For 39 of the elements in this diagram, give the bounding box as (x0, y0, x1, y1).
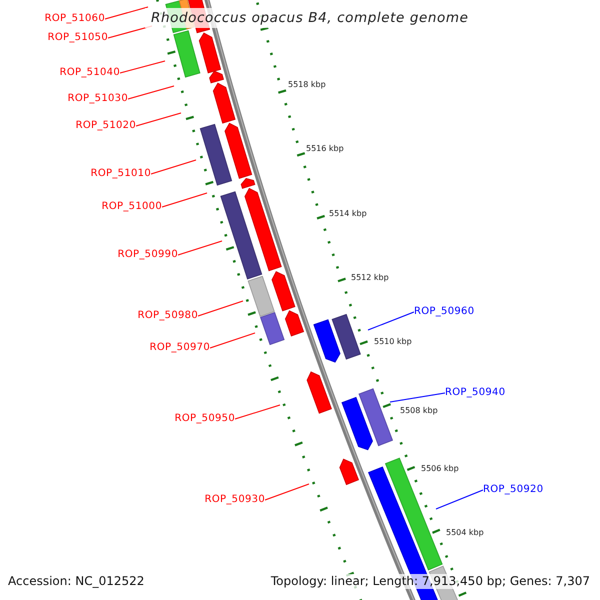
leader-line (264, 484, 310, 500)
gene-label: ROP_50980 (138, 310, 198, 322)
leader-line (390, 392, 446, 402)
gene-label: ROP_50950 (174, 413, 235, 425)
gene-label: ROP_50970 (150, 342, 210, 354)
leader-line (198, 300, 244, 316)
gene-label: ROP_51010 (90, 168, 151, 180)
footer-text: Accession: NC_012522 (8, 574, 144, 589)
gene-label: ROP_51030 (68, 93, 128, 105)
scale-label: 5506 kbp (421, 464, 459, 474)
leader-line (210, 332, 256, 348)
leader-line (162, 192, 208, 208)
scale-label: 5510 kbp (374, 337, 412, 347)
scale-label: 5504 kbp (446, 528, 484, 538)
leader-line (104, 6, 148, 20)
gene-label: ROP_51060 (44, 13, 105, 25)
gene-label: ROP_50940 (445, 387, 506, 399)
scale-label: 5514 kbp (329, 209, 367, 219)
gene-label: ROP_51020 (76, 120, 136, 132)
gene-label: ROP_50990 (118, 249, 178, 261)
gene-label: ROP_51050 (48, 32, 108, 44)
gene-label: ROP_50960 (414, 306, 474, 318)
leader-line (150, 160, 196, 174)
footer-text: Topology: linear; Length: 7,913,450 bp; Genes: 7,307 (270, 574, 590, 589)
scale-label: 5512 kbp (351, 273, 389, 283)
gene-label: ROP_50930 (204, 494, 265, 506)
leader-line (234, 404, 280, 420)
scale-label: 5516 kbp (306, 144, 344, 154)
scale-label: 5518 kbp (288, 80, 326, 90)
leader-line (436, 490, 484, 510)
leader-line (136, 112, 182, 126)
leader-line (128, 86, 174, 100)
scale-label: 5508 kbp (400, 406, 438, 416)
gene-label: ROP_50920 (483, 484, 544, 496)
leader-line (120, 60, 166, 74)
leader-line (178, 240, 222, 256)
leader-line (368, 312, 414, 330)
gene-label: ROP_51040 (60, 67, 120, 79)
gene-label: ROP_51000 (102, 201, 162, 213)
